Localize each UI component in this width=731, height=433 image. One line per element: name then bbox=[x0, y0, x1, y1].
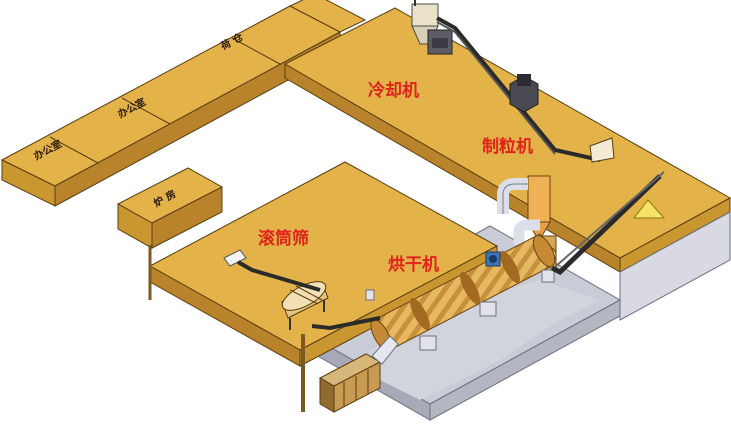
conveyors bbox=[237, 171, 666, 331]
label-drum-screen: 滚筒筛 bbox=[258, 228, 309, 249]
cooler-machine bbox=[411, 0, 601, 162]
back-buildings bbox=[0, 0, 367, 207]
machine-labels: 冷却机 制粒机 滚筒筛 烘干机 bbox=[258, 80, 533, 275]
label-cooler: 冷却机 bbox=[368, 80, 419, 101]
label-granulator: 制粒机 bbox=[482, 136, 533, 157]
granulator-machine bbox=[509, 74, 615, 163]
label-dryer: 烘干机 bbox=[388, 254, 439, 275]
dryer-drum bbox=[370, 233, 556, 353]
boiler-room: 炉 房 bbox=[116, 167, 224, 300]
hot-air-furnace bbox=[301, 334, 399, 413]
